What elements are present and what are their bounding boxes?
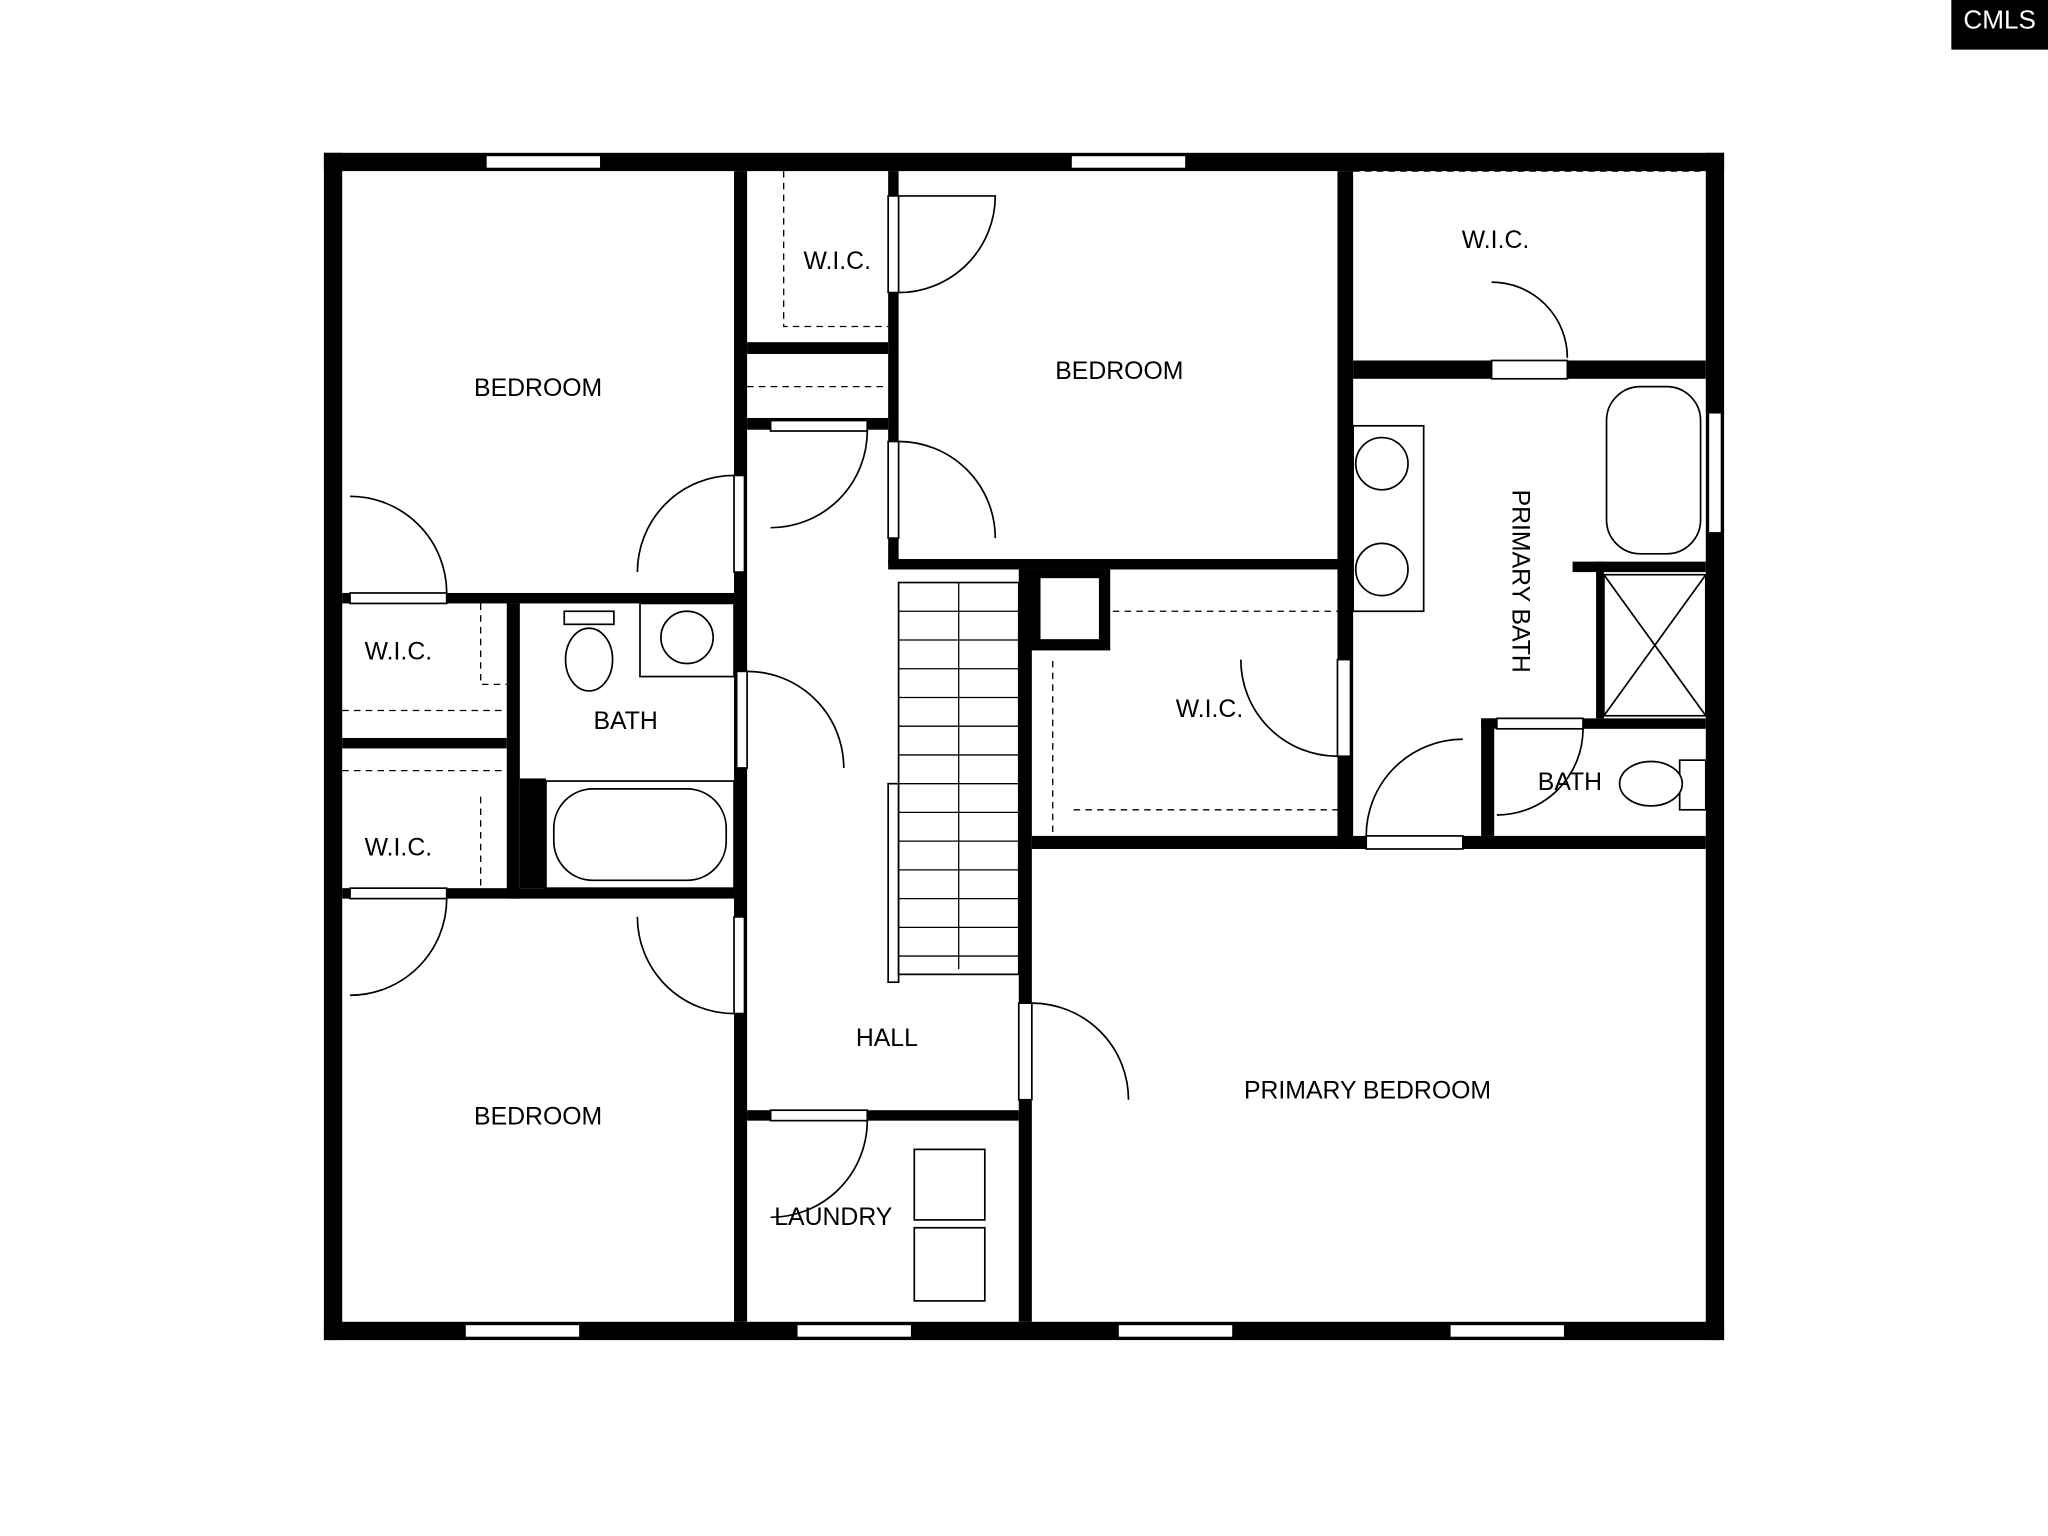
primary-tub — [1605, 385, 1702, 555]
svg-text:CMLS: CMLS — [1963, 5, 2036, 35]
label-bedroom-sw: BEDROOM — [474, 1104, 602, 1131]
toilet-tank-small — [1678, 759, 1707, 811]
dryer — [913, 1226, 986, 1302]
label-hall: HALL — [856, 1025, 918, 1052]
room-labels: BEDROOM BEDROOM BEDROOM W.I.C. W.I.C. W.… — [365, 227, 1602, 1231]
label-wic-top-mid: W.I.C. — [803, 248, 871, 275]
label-bedroom-n: BEDROOM — [1055, 358, 1183, 385]
walls — [323, 152, 1725, 1341]
label-bedroom-nw: BEDROOM — [474, 375, 602, 402]
doors — [349, 195, 1584, 1219]
label-wic-left-upper: W.I.C. — [365, 639, 433, 666]
label-wic-top-right: W.I.C. — [1462, 227, 1530, 254]
label-laundry: LAUNDRY — [774, 1204, 892, 1231]
cmls-logo: CMLS — [1951, 0, 2048, 50]
closet-shelves — [342, 170, 1706, 889]
fixtures — [545, 385, 1707, 1302]
label-primary-bath: PRIMARY BATH — [1506, 490, 1533, 673]
label-wic-left-lower: W.I.C. — [365, 835, 433, 862]
washer — [913, 1148, 986, 1221]
label-wic-center: W.I.C. — [1176, 696, 1244, 723]
stairs — [887, 581, 1020, 984]
label-primary-bedroom: PRIMARY BEDROOM — [1244, 1077, 1491, 1104]
label-bath-small: BATH — [1538, 769, 1602, 796]
windows — [464, 154, 1723, 1339]
toilet — [564, 627, 614, 692]
label-bath-left: BATH — [593, 708, 657, 735]
toilet-tank — [563, 610, 615, 626]
